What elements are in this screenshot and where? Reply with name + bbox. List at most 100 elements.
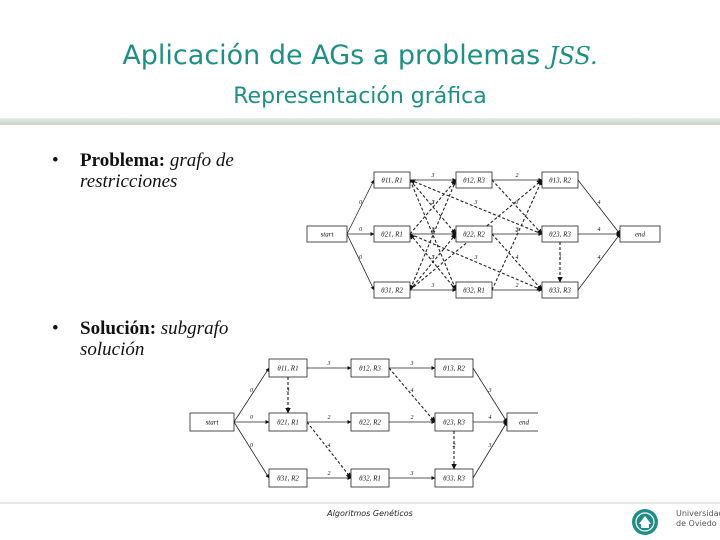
graph-node — [541, 281, 579, 299]
graph-node — [268, 468, 308, 488]
edge-weight-label: 2 — [411, 415, 414, 421]
edge-weight-label: 3 — [474, 200, 478, 206]
graph-node-label: θ13, R2 — [549, 177, 571, 185]
graph-node-label: θ12, R3 — [359, 365, 381, 373]
bullet-desc-2: restricciones — [80, 171, 178, 192]
edge-weight-label: 2 — [453, 443, 456, 449]
edge-weight-label: 3 — [431, 227, 435, 233]
bullet-desc-2: solución — [80, 339, 145, 360]
graph-edge — [577, 179, 621, 235]
edge-weight-label: 4 — [598, 254, 601, 261]
constraint-graph: 0003233324442233233421433startθ11, R1θ12… — [306, 171, 661, 299]
graph-node-label: θ32, R1 — [463, 287, 485, 295]
edge-weight-label: 3 — [488, 443, 492, 449]
edge-weight-label: 3 — [431, 255, 435, 261]
graph-node-label: θ22, R2 — [359, 419, 381, 427]
graph-node-label: θ31, R2 — [277, 475, 299, 483]
bullet-desc-1: subgrafo — [156, 318, 229, 339]
bullet-marker: • — [52, 318, 59, 339]
graph-node-label: θ32, R1 — [359, 475, 381, 483]
edge-weight-label: 0 — [359, 255, 362, 261]
graph-node-label: start — [206, 419, 220, 427]
graph-edge — [491, 179, 543, 235]
graph-node-label: θ23, R3 — [549, 231, 571, 239]
graph-edge — [409, 179, 457, 235]
graph-node-label: θ33, R3 — [443, 475, 465, 483]
graph-node-label: θ23, R3 — [443, 419, 465, 427]
graph-node — [268, 358, 308, 378]
edge-weight-label: 4 — [432, 227, 435, 234]
edge-weight-label: 3 — [488, 388, 492, 394]
graph-node — [434, 358, 474, 378]
graph-edge — [491, 179, 543, 291]
edge-weight-label: 2 — [328, 471, 331, 477]
edge-weight-label: 0 — [359, 200, 362, 206]
edge-weight-label: 1 — [559, 255, 562, 261]
slide-subtitle: Representación gráfica — [233, 84, 487, 109]
bullet-label: Problema: — [80, 150, 166, 171]
graph-edge — [409, 179, 543, 235]
graph-node — [350, 412, 390, 432]
graph-node-label: end — [519, 419, 530, 427]
bullet-text: Solución: subgrafo solución — [80, 318, 320, 360]
footer-divider — [0, 502, 720, 504]
graph-node — [619, 225, 661, 243]
edge-weight-label: 3 — [515, 200, 519, 206]
edge-weight-label: 0 — [359, 227, 362, 233]
edge-weight-label: 3 — [410, 471, 414, 477]
edge-weight-label: 4 — [328, 442, 331, 449]
bullet-marker: • — [52, 150, 59, 171]
edge-weight-label: 3 — [431, 200, 435, 206]
bullet-desc-1: grafo de — [165, 150, 234, 171]
edge-weight-label: 4 — [598, 226, 601, 233]
bullet-label: Solución: — [80, 318, 157, 339]
graph-node-label: θ11, R1 — [381, 177, 402, 185]
edge-weight-label: 2 — [516, 228, 519, 234]
edge-weight-label: 3 — [286, 388, 290, 394]
edge-weight-label: 3 — [474, 255, 478, 261]
edge-weight-label: 2 — [516, 173, 519, 179]
title-divider — [0, 118, 720, 125]
edge-weight-label: 3 — [431, 173, 435, 179]
graph-edge — [233, 367, 270, 423]
edge-weight-label: 3 — [431, 283, 435, 289]
graph-edge — [472, 367, 508, 423]
graph-node-label: θ11, R1 — [277, 365, 298, 373]
edge-weight-label: 4 — [516, 254, 519, 261]
graph-node — [455, 281, 493, 299]
graph-node-label: θ22, R2 — [463, 231, 485, 239]
graph-edge — [388, 367, 436, 423]
graph-node — [373, 281, 411, 299]
graph-edge — [233, 421, 270, 479]
edge-weight-label: 2 — [432, 200, 435, 206]
edge-weight-label: 4 — [411, 387, 414, 394]
graph-node — [189, 412, 235, 432]
edge-weight-label: 3 — [327, 361, 331, 367]
university-name: Universidad de Oviedo — [676, 509, 720, 529]
edge-weight-label: 2 — [328, 415, 331, 421]
graph-node-label: θ21, R1 — [277, 419, 299, 427]
graph-node — [455, 171, 493, 189]
edge-weight-label: 4 — [489, 414, 492, 421]
graph-node-label: θ21, R1 — [381, 231, 403, 239]
footer-text: Algoritmos Genéticos — [327, 509, 413, 518]
slide-title: Aplicación de AGs a problemas JSS. — [0, 40, 720, 71]
graph-edge — [409, 233, 457, 291]
graph-node — [350, 468, 390, 488]
graph-node-label: θ12, R3 — [463, 177, 485, 185]
edge-weight-label: 3 — [431, 255, 435, 261]
graph-edge — [346, 179, 375, 235]
graph-node-label: θ31, R2 — [381, 287, 403, 295]
graph-node — [455, 225, 493, 243]
edge-weight-label: 4 — [598, 199, 601, 206]
edge-weight-label: 2 — [432, 228, 435, 234]
edge-weight-label: 3 — [515, 227, 519, 233]
graph-edge — [306, 421, 352, 479]
graph-node — [434, 468, 474, 488]
graph-node — [506, 412, 538, 432]
graph-node-label: θ13, R2 — [443, 365, 465, 373]
graph-node-label: end — [635, 231, 646, 239]
graph-node — [350, 358, 390, 378]
graph-node-label: θ33, R3 — [549, 287, 571, 295]
